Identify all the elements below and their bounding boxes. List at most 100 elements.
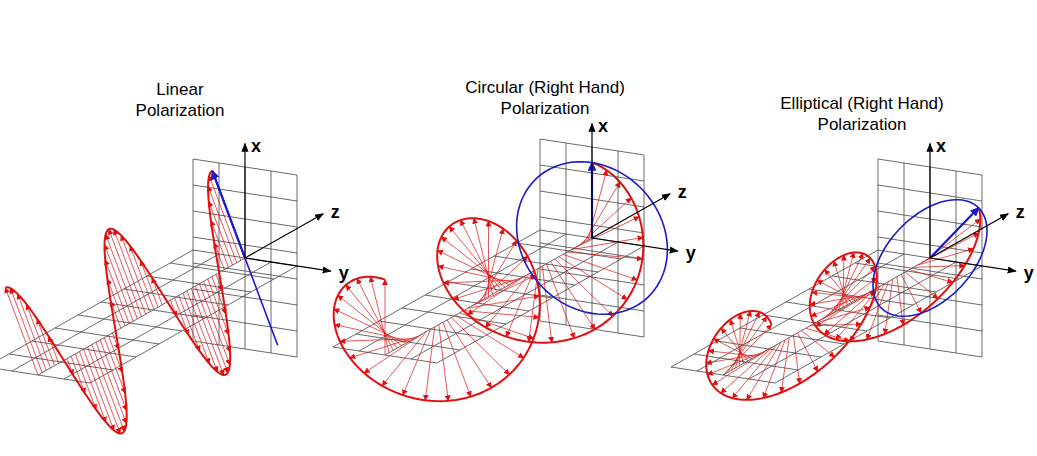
grid-line (809, 289, 913, 305)
field-vector (109, 229, 142, 316)
field-vector (747, 342, 781, 400)
field-vector (802, 331, 835, 358)
axis-label: z (678, 181, 687, 202)
figure-title: Linear Polarization (124, 80, 236, 121)
axis (245, 258, 331, 271)
field-vector (338, 295, 402, 345)
field-vector (563, 254, 637, 280)
field-vector (732, 345, 776, 399)
field-vector (451, 318, 509, 375)
field-vector (27, 304, 51, 368)
grid-line (878, 263, 982, 279)
grid-line (356, 334, 460, 350)
axis (592, 238, 678, 251)
axis (591, 124, 592, 238)
field-vector (10, 288, 42, 373)
grid-line (193, 289, 297, 305)
field-vector (187, 291, 217, 372)
field-vector (335, 325, 410, 341)
field-vector (798, 333, 818, 372)
field-vector (183, 293, 209, 364)
figure-title: Elliptical (Right Hand) Polarization (759, 94, 965, 135)
polarization-figure (671, 144, 1016, 400)
grid (671, 159, 982, 383)
field-vector (403, 329, 431, 395)
field-vector (817, 280, 855, 300)
field-vector (449, 227, 501, 290)
grid-line (193, 315, 297, 331)
field-vector (793, 335, 799, 383)
grid-line (379, 321, 483, 337)
field-vector (464, 311, 539, 318)
field-vector (909, 270, 952, 283)
field-vector (346, 285, 398, 348)
field-vector (130, 246, 154, 310)
grid-line (540, 243, 644, 259)
field-vector (474, 218, 493, 294)
field-vector (551, 261, 595, 329)
grid-line (170, 263, 274, 279)
field-vector (425, 327, 434, 400)
field-vector (439, 325, 448, 401)
field-vector (488, 221, 489, 296)
grid-line (193, 159, 194, 341)
field-vector (723, 325, 772, 375)
grid-line (694, 354, 798, 370)
figure-title: Circular (Right Hand) Polarization (447, 78, 643, 119)
field-vector (714, 339, 752, 359)
field-vector (839, 253, 854, 310)
field-vector (370, 277, 389, 353)
field-vector (735, 311, 750, 368)
field-vector (706, 354, 760, 363)
axis-label: y (1024, 263, 1034, 284)
field-vector (79, 352, 105, 423)
field-vector (443, 322, 471, 396)
field-vector (542, 266, 551, 342)
axis-label: x (251, 135, 261, 156)
grid-line (193, 263, 297, 279)
axis-label: z (331, 201, 340, 222)
grid-line (64, 262, 271, 379)
field-vector (810, 295, 864, 304)
axis-label: z (1016, 201, 1025, 222)
field-vector (106, 234, 138, 319)
field-vector (382, 332, 426, 386)
field-vector (588, 170, 607, 240)
grid-line (78, 315, 182, 331)
field-vector-now (212, 171, 245, 258)
axis-label: x (936, 135, 946, 156)
axis-label: x (598, 115, 608, 136)
grid-line (55, 328, 159, 344)
axis (930, 258, 1016, 271)
grid-line (697, 254, 904, 371)
field-vector (708, 351, 756, 357)
axis (245, 214, 323, 258)
grid-line (540, 321, 644, 337)
axis (930, 214, 1008, 258)
grid-line (878, 159, 879, 341)
field-vector (486, 273, 530, 327)
field-vector (918, 249, 974, 265)
field-vector (212, 171, 245, 258)
field-vector (559, 257, 627, 300)
field-vector (96, 342, 126, 423)
field-vector (901, 274, 921, 313)
field-vector (555, 259, 613, 316)
field-vector (905, 272, 938, 299)
grid-line (878, 289, 982, 305)
grid-line (671, 250, 878, 367)
field-vector (584, 182, 620, 242)
field-vector (708, 352, 765, 375)
field-vector-now (930, 208, 979, 258)
field-vector (447, 320, 491, 388)
field-vector (5, 288, 38, 375)
field-vector (438, 266, 513, 282)
grid-line (904, 163, 905, 345)
field-vector (835, 254, 863, 312)
field-vector (84, 349, 114, 430)
grid-line (411, 242, 618, 359)
field-vector (364, 334, 422, 373)
field-vector (575, 217, 639, 248)
